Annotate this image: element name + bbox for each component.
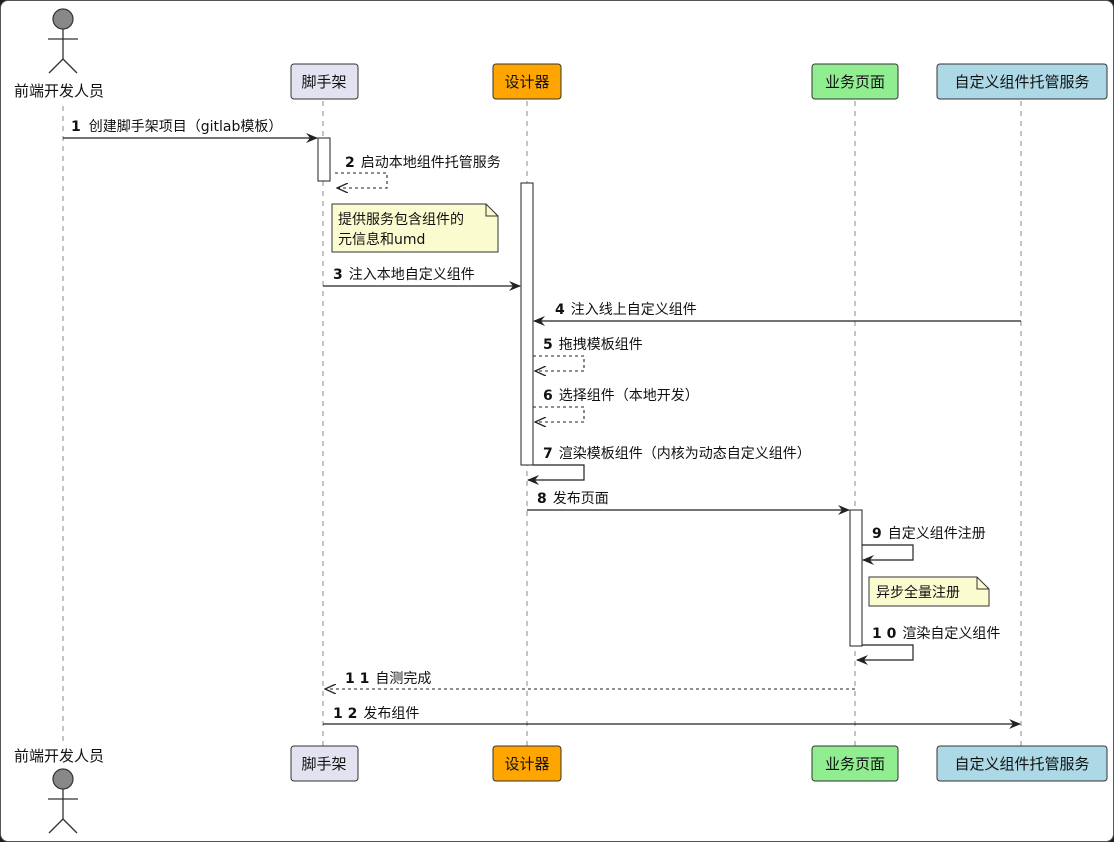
actor-label-top: 前端开发人员 xyxy=(14,82,104,100)
actor-head xyxy=(52,8,74,30)
svg-text:脚手架: 脚手架 xyxy=(301,755,346,773)
lifelines xyxy=(62,101,1022,746)
activation-designer xyxy=(520,182,534,466)
actor-label-bottom: 前端开发人员 xyxy=(14,747,104,765)
participant-designer-top: 设计器 xyxy=(492,63,562,100)
svg-text:自定义组件托管服务: 自定义组件托管服务 xyxy=(954,73,1089,91)
activation-bars xyxy=(317,137,863,647)
activation-scaffold xyxy=(317,137,331,182)
participant-scaffold-bottom: 脚手架 xyxy=(290,745,359,782)
participant-hosting-top: 自定义组件托管服务 xyxy=(936,63,1108,100)
svg-text:设计器: 设计器 xyxy=(504,755,549,773)
svg-text:自定义组件托管服务: 自定义组件托管服务 xyxy=(954,755,1089,773)
participant-page-bottom: 业务页面 xyxy=(811,745,899,782)
actor-dev-top: 前端开发人员 xyxy=(14,8,104,100)
actor-head xyxy=(52,768,74,790)
participant-page-top: 业务页面 xyxy=(811,63,899,100)
svg-text:脚手架: 脚手架 xyxy=(301,73,346,91)
svg-text:业务页面: 业务页面 xyxy=(825,73,885,91)
actor-dev-bottom: 前端开发人员 xyxy=(14,747,104,834)
svg-text:元信息和umd: 元信息和umd xyxy=(338,231,425,248)
svg-text:提供服务包含组件的: 提供服务包含组件的 xyxy=(338,212,464,228)
participant-scaffold-top: 脚手架 xyxy=(290,63,359,100)
svg-text:异步全量注册: 异步全量注册 xyxy=(876,584,960,601)
note-async-register: 异步全量注册 xyxy=(868,576,990,607)
note-service-info: 提供服务包含组件的 元信息和umd xyxy=(331,203,499,253)
participant-hosting-bottom: 自定义组件托管服务 xyxy=(936,745,1108,782)
activation-page xyxy=(849,509,863,647)
participant-designer-bottom: 设计器 xyxy=(492,745,562,782)
svg-text:设计器: 设计器 xyxy=(504,73,549,91)
svg-text:业务页面: 业务页面 xyxy=(825,755,885,773)
